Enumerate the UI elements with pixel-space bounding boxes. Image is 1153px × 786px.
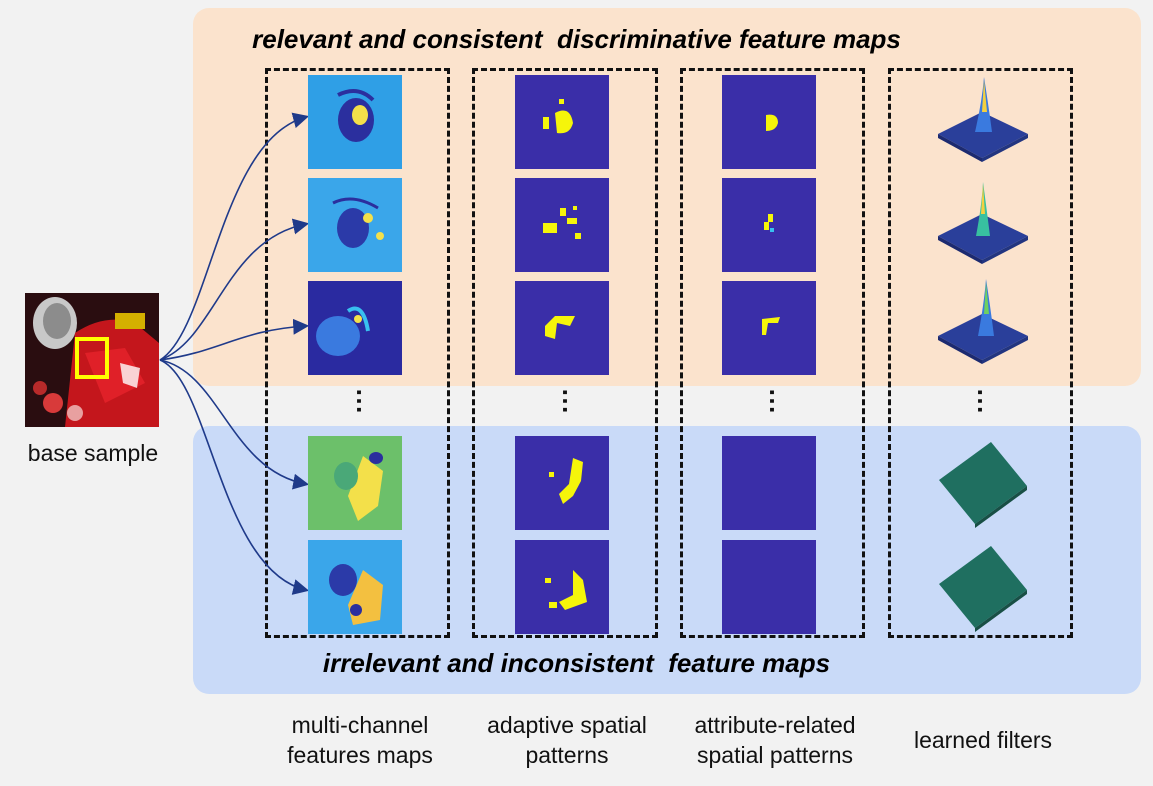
column-box-adaptive-spatial — [472, 68, 658, 638]
column-label-attribute-related: attribute-related spatial patterns — [668, 710, 882, 770]
feature-map-1 — [308, 75, 402, 169]
column-box-multi-channel — [265, 68, 450, 638]
attribute-pattern-2 — [722, 178, 816, 272]
column-label-line: patterns — [525, 742, 609, 768]
learned-filter-4 — [939, 442, 1027, 528]
column-label-adaptive-spatial: adaptive spatial patterns — [462, 710, 672, 770]
column-label-line: multi-channel — [291, 712, 429, 738]
column-label-line: attribute-related — [694, 712, 856, 738]
irrelevant-region-title: irrelevant and inconsistent feature maps — [322, 648, 831, 678]
attribute-pattern-5 — [722, 540, 816, 634]
adaptive-pattern-2 — [515, 178, 609, 272]
column-label-multi-channel: multi-channel features maps — [255, 710, 465, 770]
column-label-line: features maps — [287, 742, 433, 768]
arrow-to-map-3 — [159, 318, 310, 361]
column-label-line: adaptive spatial — [487, 712, 647, 738]
attribute-pattern-3 — [722, 281, 816, 375]
arrow-to-map-2 — [159, 218, 310, 361]
arrow-to-map-5 — [159, 359, 310, 595]
arrow-to-map-4 — [159, 359, 310, 490]
vertical-ellipsis-icon: ⋯ — [345, 388, 375, 416]
vertical-ellipsis-icon: ⋯ — [758, 388, 788, 416]
column-label-line: spatial patterns — [697, 742, 853, 768]
vertical-ellipsis-icon: ⋯ — [551, 388, 581, 416]
attribute-pattern-4 — [722, 436, 816, 530]
adaptive-pattern-1 — [515, 75, 609, 169]
adaptive-pattern-4 — [515, 436, 609, 530]
feature-map-3 — [308, 281, 402, 375]
column-label-line: learned filters — [913, 727, 1053, 753]
learned-filter-2 — [938, 182, 1028, 264]
column-box-learned-filters — [888, 68, 1073, 638]
learned-filter-3 — [938, 279, 1028, 364]
adaptive-pattern-5 — [515, 540, 609, 634]
attribute-pattern-1 — [722, 75, 816, 169]
column-box-attribute-related — [680, 68, 865, 638]
feature-map-4 — [308, 436, 402, 530]
relevant-region-title: relevant and consistent discriminative f… — [252, 24, 901, 54]
column-label-learned-filters: learned filters — [878, 725, 1088, 755]
base-sample-image — [25, 293, 159, 427]
feature-map-5 — [308, 540, 402, 634]
vertical-ellipsis-icon: ⋯ — [966, 388, 996, 416]
arrow-to-map-1 — [159, 112, 310, 361]
feature-map-2 — [308, 178, 402, 272]
learned-filter-1 — [938, 77, 1028, 162]
learned-filter-5 — [939, 546, 1027, 632]
base-sample-label: base sample — [27, 440, 159, 466]
adaptive-pattern-3 — [515, 281, 609, 375]
